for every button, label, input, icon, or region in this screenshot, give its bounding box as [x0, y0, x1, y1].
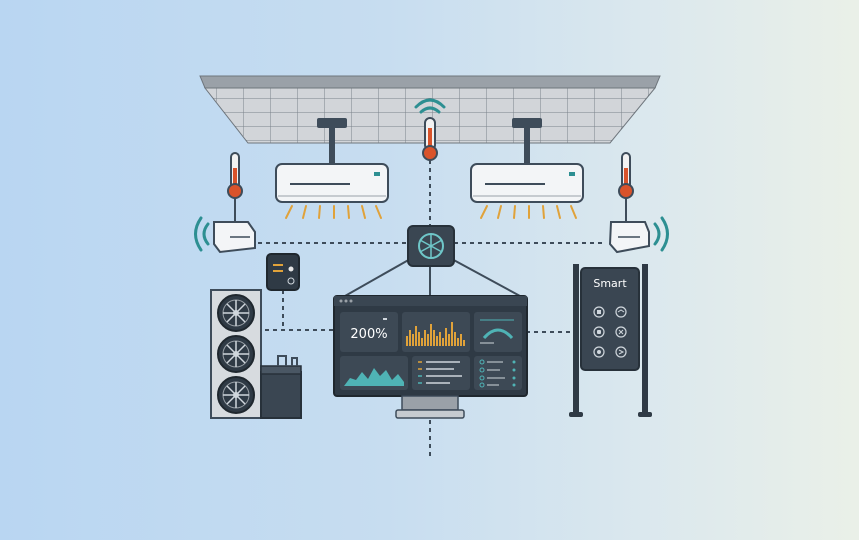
hub-solid-links	[344, 257, 521, 297]
thermometer-icon	[422, 117, 438, 161]
connection-lines	[258, 160, 605, 458]
kiosk-button-1	[593, 306, 605, 318]
signal-waves-right	[653, 216, 669, 252]
kiosk-button-2	[615, 306, 627, 318]
wall-sensor-left	[194, 152, 256, 254]
kiosk-button-6	[615, 346, 627, 358]
chiller-unit	[210, 289, 302, 419]
chiller-fan-2	[217, 335, 255, 373]
ac-indoor-unit-right	[470, 118, 584, 219]
kiosk-button-3	[593, 326, 605, 338]
dashboard-monitor: 200%	[333, 295, 528, 419]
smart-panel-title: Smart	[593, 277, 627, 290]
orange-bars	[406, 322, 465, 346]
ac-indoor-unit-left	[275, 118, 389, 219]
monitor-big-value: 200%	[350, 327, 387, 342]
chiller-fan-3	[217, 376, 255, 414]
signal-waves-left	[194, 216, 210, 252]
kiosk-button-4	[615, 326, 627, 338]
teal-area-chart	[344, 368, 404, 386]
ceiling-grid	[199, 75, 661, 144]
smart-kiosk: Smart	[569, 264, 652, 417]
thermostat-controller	[266, 253, 300, 291]
chiller-fan-1	[217, 294, 255, 332]
wifi-icon	[414, 98, 446, 114]
wall-sensor-right	[608, 152, 669, 254]
kiosk-button-5	[593, 346, 605, 358]
central-hub-icon	[407, 225, 455, 267]
